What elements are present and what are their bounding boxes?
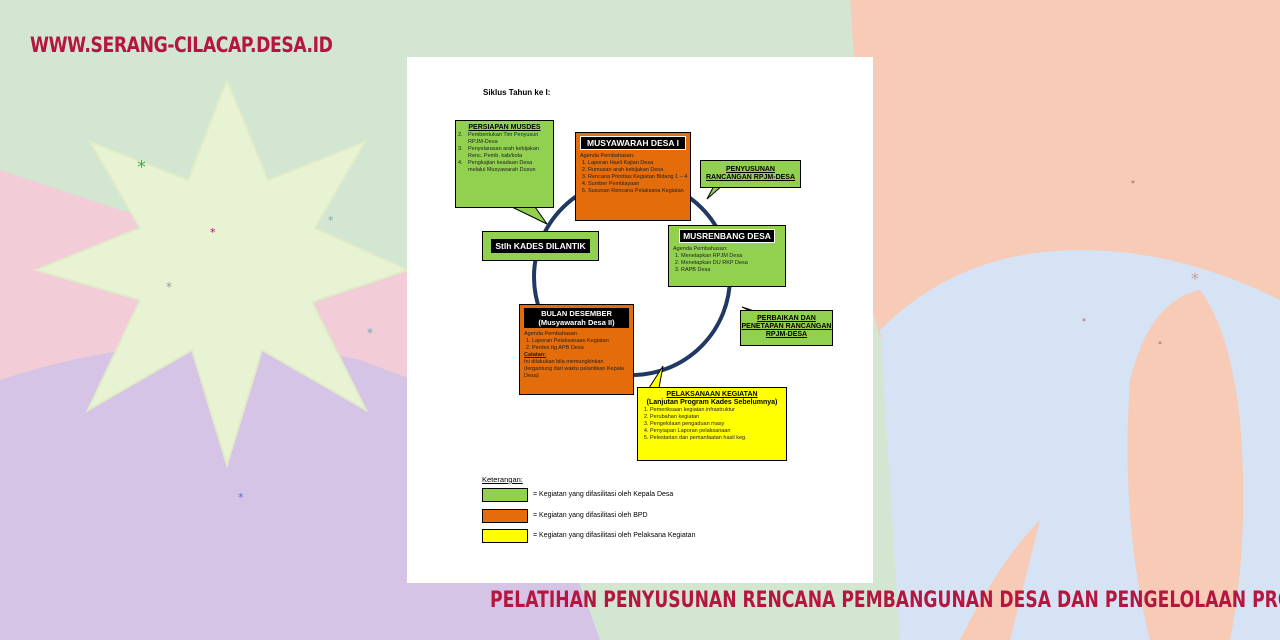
legend-title: Keterangan: <box>482 475 523 484</box>
pelaksanaan-list: Pemeriksaan kegiatan infrastruktur Perub… <box>638 407 786 442</box>
pelaksanaan-item: Pelestarian dan pemanfaatan hasil keg. <box>650 435 786 442</box>
pelaksanaan-title2: (Lanjutan Program Kades Sebelumnya) <box>646 399 778 406</box>
svg-text:*: * <box>328 214 334 227</box>
musdes1-item: Rumusan arah kebijakan Desa <box>588 167 690 174</box>
svg-text:*: * <box>1191 269 1199 288</box>
legend-orange-swatch <box>482 509 528 523</box>
musdes1-agenda: Agenda Pembahasan: <box>580 153 635 159</box>
legend-yellow-swatch <box>482 529 528 543</box>
desember-agenda: Agenda Pembahasan <box>524 331 577 337</box>
musrenbang-item: Menetapkan DU RKP Desa <box>681 260 785 267</box>
stlh-kades-dilantik-box: Stlh KADES DILANTIK <box>482 231 599 261</box>
legend-green-label: = Kegiatan yang difasilitasi oleh Kepala… <box>533 491 674 498</box>
musdes1-item: Sumber Pembiayaan <box>588 181 690 188</box>
diagram-document: Siklus Tahun ke I: PERSIAPAN MUSDES 2. Pe… <box>407 57 873 583</box>
musdes1-list: Laporan Hasil Kajian Desa Rumusan arah k… <box>576 160 690 195</box>
musrenbang-item: Menetapkan RPJM Desa <box>681 253 785 260</box>
diagram-title: Siklus Tahun ke I: <box>483 88 551 97</box>
musdes1-item: Laporan Hasil Kajian Desa <box>588 160 690 167</box>
perbaikan-line3: RPJM-DESA <box>765 331 808 338</box>
svg-text:*: * <box>1158 340 1162 349</box>
perbaikan-line2: PENETAPAN RANCANGAN <box>741 323 832 330</box>
svg-text:*: * <box>166 280 172 294</box>
desember-list: Laporan Pelaksanaan Kegiatan Perdes ttg … <box>520 338 633 352</box>
svg-text:*: * <box>367 326 373 340</box>
svg-text:*: * <box>1082 317 1086 326</box>
svg-text:*: * <box>137 157 146 178</box>
pelaksanaan-title1: PELAKSANAAN KEGIATAN <box>666 391 758 398</box>
svg-text:*: * <box>210 226 216 239</box>
svg-text:*: * <box>1131 179 1135 188</box>
page-title: PELATIHAN PENYUSUNAN RENCANA PEMBANGUNAN… <box>490 588 1280 613</box>
item-number: 4. <box>458 160 463 166</box>
legend-yellow-label: = Kegiatan yang difasilitasi oleh Pelaks… <box>533 532 696 539</box>
pelaksanaan-item: Perubahan kegiatan <box>650 414 786 421</box>
musyawarah-desa-1-box: MUSYAWARAH DESA I Agenda Pembahasan: Lap… <box>575 132 691 221</box>
perbaikan-penetapan-box: PERBAIKAN DAN PENETAPAN RANCANGAN RPJM-D… <box>740 310 833 346</box>
desember-note: Ini dilakukan bila memungkinkan (tergant… <box>524 359 624 379</box>
desember-item: Laporan Pelaksanaan Kegiatan <box>532 338 633 345</box>
item-number: 2. <box>458 132 463 138</box>
kades-title: Stlh KADES DILANTIK <box>491 239 590 253</box>
musdes1-item: Susunan Rencana Pelaksana Kegiatan <box>588 188 690 195</box>
musdes1-title: MUSYAWARAH DESA I <box>580 136 686 150</box>
penyusunan-line2: RANCANGAN RPJM-DESA <box>705 174 796 181</box>
svg-text:*: * <box>238 491 244 504</box>
musrenbang-list: Menetapkan RPJM Desa Menetapkan DU RKP D… <box>669 253 785 274</box>
persiapan-pointer <box>511 206 548 225</box>
pelaksanaan-item: Pengelolaan pengaduan masy <box>650 421 786 428</box>
site-url[interactable]: WWW.SERANG-CILACAP.DESA.ID <box>30 33 333 57</box>
persiapan-item: Penyelarasan arah kebijakan Renc. Pemb. … <box>468 146 539 159</box>
desember-catatan: Catatan: <box>524 352 547 358</box>
bulan-desember-box: BULAN DESEMBER (Musyawarah Desa II) Agen… <box>519 304 634 395</box>
musrenbang-desa-box: MUSRENBANG DESA Agenda Pembahasan: Menet… <box>668 225 786 287</box>
persiapan-musdes-box: PERSIAPAN MUSDES 2. Pembentukan Tim Penyu… <box>455 120 554 208</box>
penyusunan-rancangan-box: PENYUSUNAN RANCANGAN RPJM-DESA <box>700 160 801 188</box>
desember-title1: BULAN DESEMBER <box>541 309 612 318</box>
perbaikan-line1: PERBAIKAN DAN <box>757 315 816 322</box>
persiapan-item: Pembentukan Tim Penyusun RPJM-Desa <box>468 132 539 145</box>
musrenbang-item: RAPB Desa <box>681 267 785 274</box>
musdes1-item: Rencana Prioritas Kegiatan Bidang 1 – 4 <box>588 174 690 181</box>
penyusunan-line1: PENYUSUNAN <box>725 166 775 173</box>
musrenbang-title: MUSRENBANG DESA <box>679 229 775 243</box>
persiapan-item: Pengkajian keadaan Desa melalui Musyawar… <box>468 160 536 173</box>
desember-header: BULAN DESEMBER (Musyawarah Desa II) <box>524 308 629 328</box>
pelaksanaan-pointer <box>648 365 664 389</box>
pelaksanaan-item: Penyiapan Laporan pelaksanaan <box>650 428 786 435</box>
persiapan-title: PERSIAPAN MUSDES <box>468 124 541 131</box>
pelaksanaan-item: Pemeriksaan kegiatan infrastruktur <box>650 407 786 414</box>
desember-title2: (Musyawarah Desa II) <box>538 318 615 327</box>
item-number: 3. <box>458 146 463 152</box>
musrenbang-agenda: Agenda Pembahasan: <box>673 246 728 252</box>
desember-item: Perdes ttg APB Desa <box>532 345 633 352</box>
pelaksanaan-kegiatan-box: PELAKSANAAN KEGIATAN (Lanjutan Program K… <box>637 387 787 461</box>
legend-green-swatch <box>482 488 528 502</box>
legend-orange-label: = Kegiatan yang difasilitasi oleh BPD <box>533 512 648 519</box>
